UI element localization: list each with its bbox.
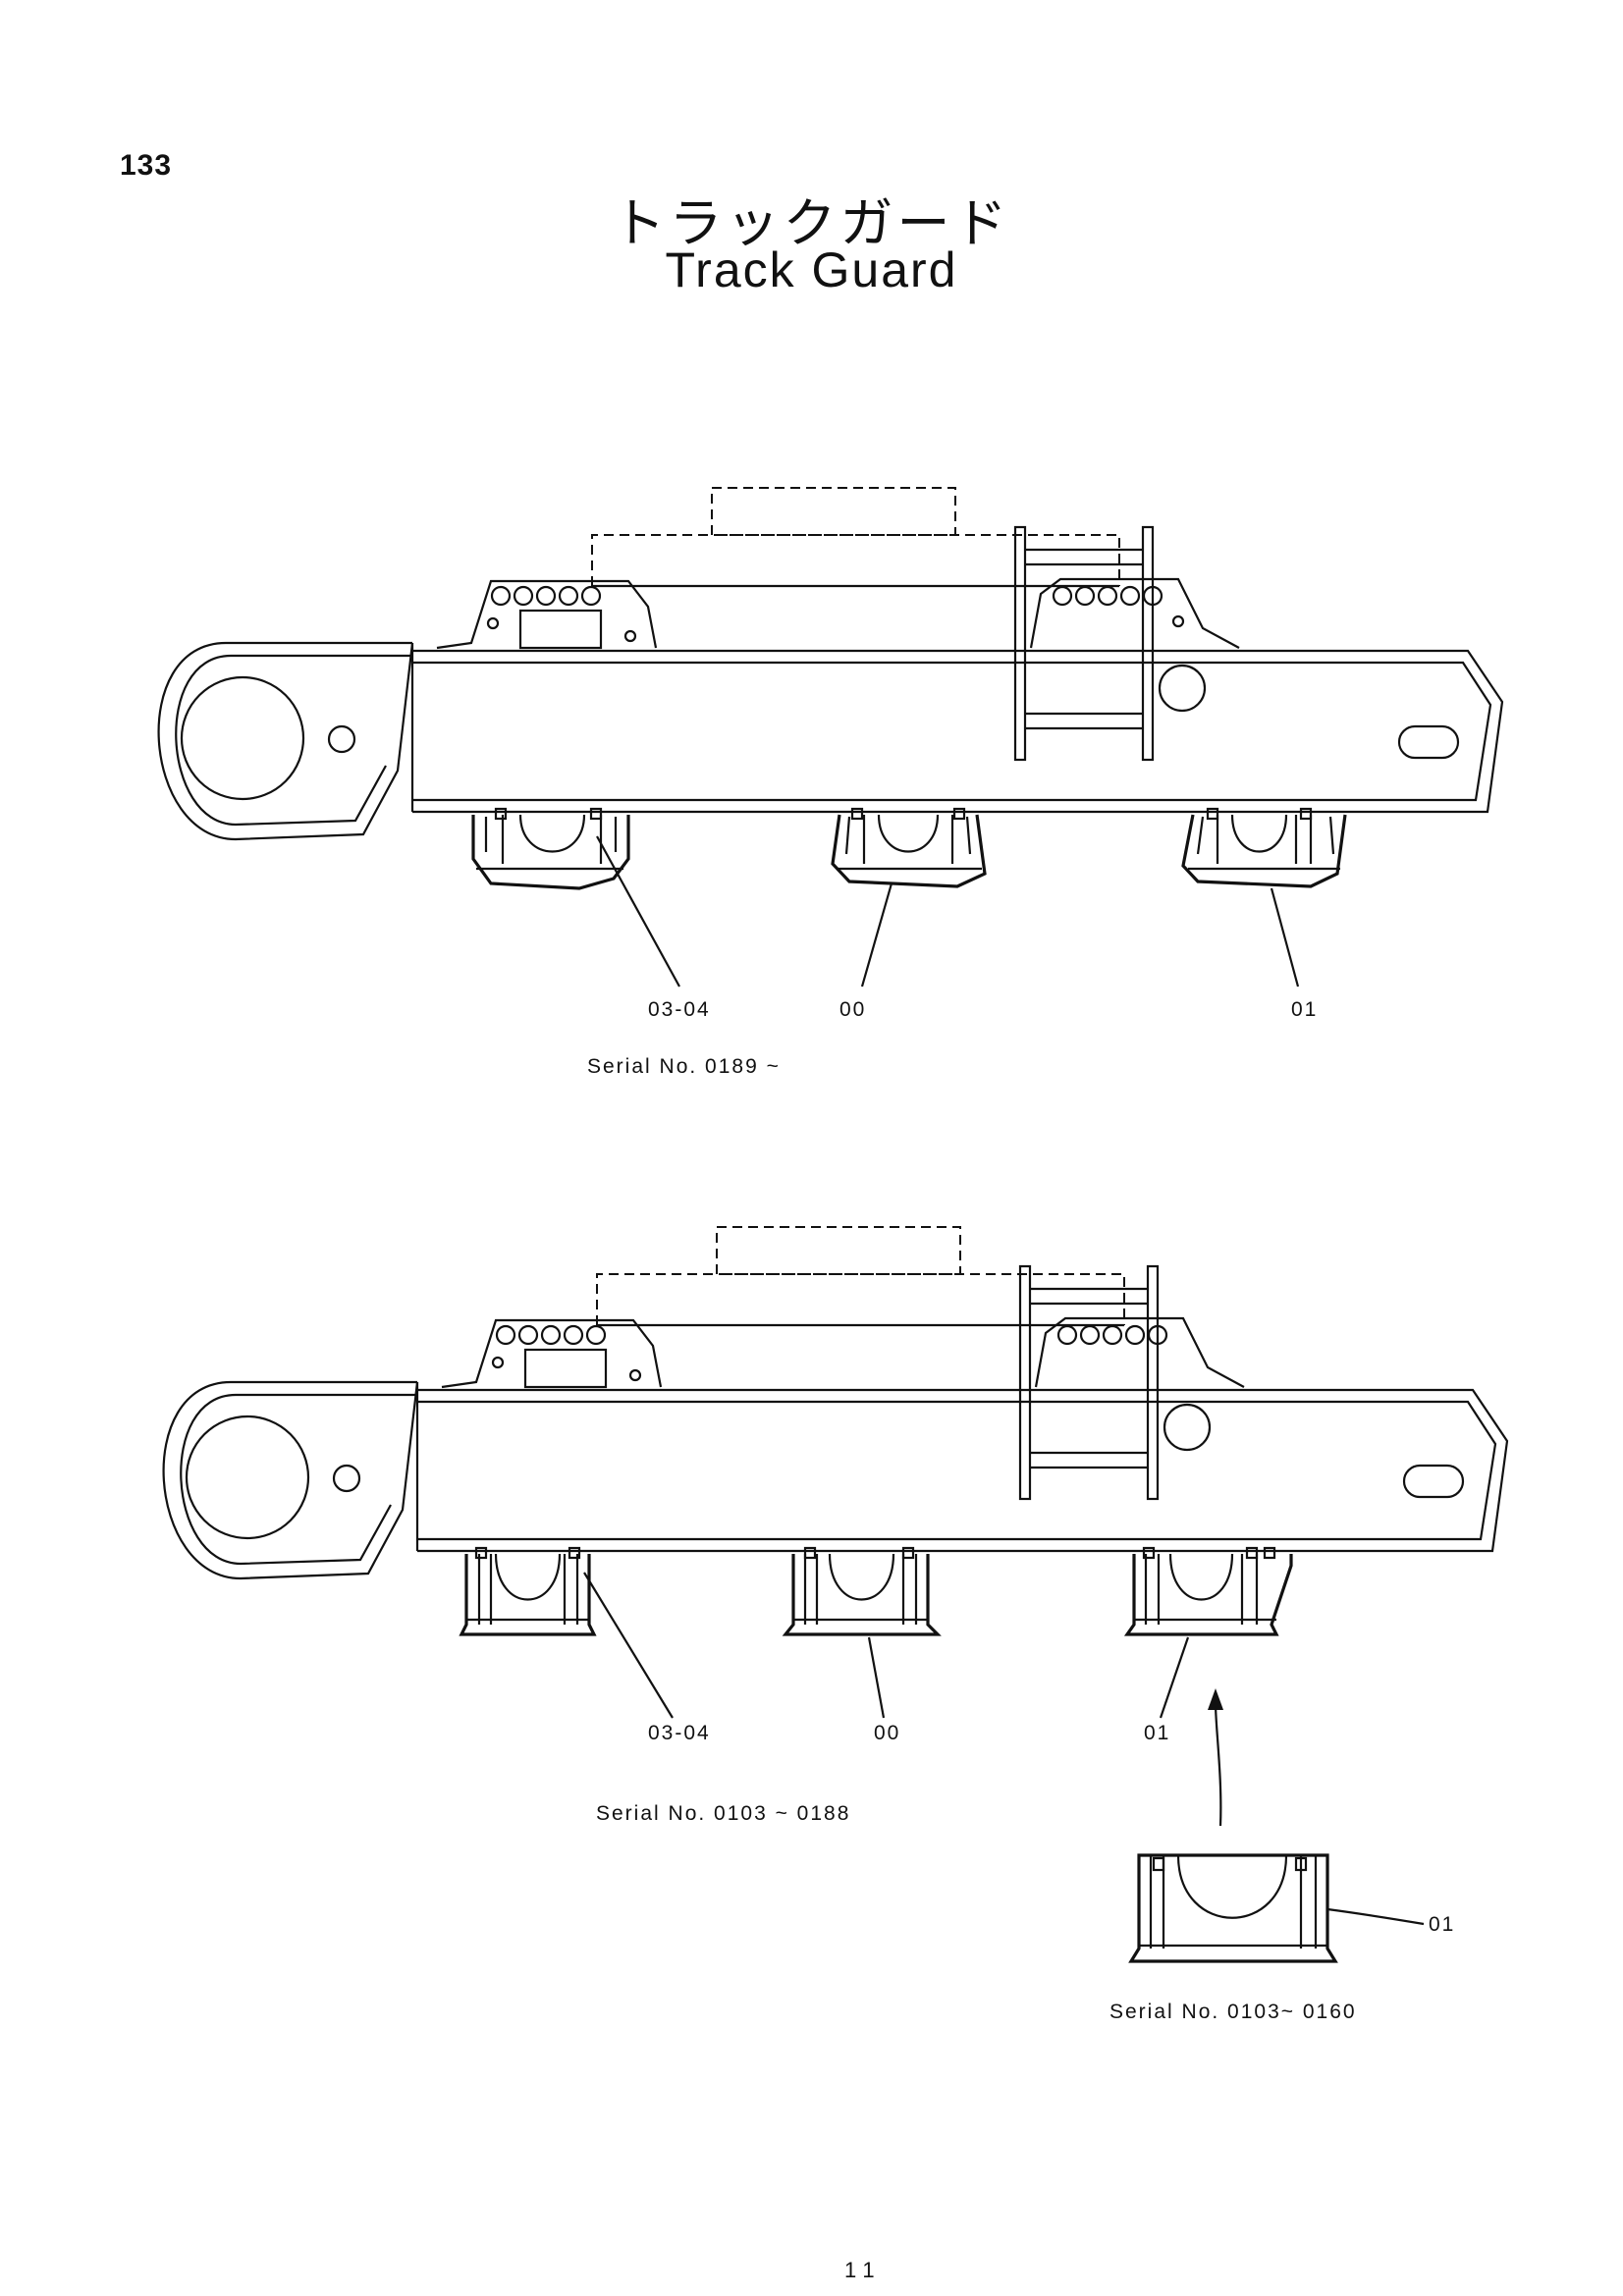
detail-guard: 01 Serial No. 0103~ 0160	[1109, 1688, 1455, 2023]
lower-guard-left	[459, 1546, 597, 1636]
detail-arrowhead	[1208, 1688, 1223, 1710]
upper-dashed-block	[711, 487, 956, 536]
lower-track-frame: 03-04 00 01 Serial No. 0103 ~ 0188	[162, 1226, 1509, 1825]
upper-track-frame: 03-04 00 01 Serial No. 0189 ~	[157, 487, 1504, 1078]
upper-ladder-right-rail	[1141, 525, 1155, 762]
detail-leader	[1326, 1907, 1425, 1926]
title-japanese: トラックガード	[612, 192, 1011, 254]
detail-guard-body	[1128, 1853, 1338, 1963]
lower-guard-center	[782, 1546, 942, 1636]
lower-guard-right	[1123, 1546, 1293, 1636]
lower-leader-00	[867, 1636, 886, 1719]
upper-leader-0304	[596, 835, 680, 988]
lower-bracket-right	[1034, 1316, 1245, 1388]
lower-dashed-body	[596, 1273, 1125, 1325]
upper-guard-right	[1181, 807, 1347, 888]
upper-dashed-body	[591, 534, 1120, 586]
lower-dashed-block	[716, 1226, 961, 1275]
upper-slot	[1397, 724, 1460, 760]
upper-bracket-right	[1029, 577, 1240, 649]
lower-callout-01: 01	[1144, 1722, 1170, 1744]
page-number: 133	[120, 149, 173, 182]
lower-ladder-left-rail	[1018, 1264, 1032, 1501]
upper-guard-center	[831, 807, 987, 888]
upper-callout-0304: 03-04	[648, 998, 711, 1021]
upper-callout-00: 00	[839, 998, 866, 1021]
lower-beam-hole	[1163, 1403, 1212, 1452]
footer-mark: 1 1	[844, 2258, 875, 2282]
lower-callout-00: 00	[874, 1722, 900, 1744]
upper-beam-hole	[1158, 664, 1207, 713]
lower-main-beam	[417, 1388, 1509, 1553]
lower-serial: Serial No. 0103 ~ 0188	[596, 1802, 850, 1825]
title-english: Track Guard	[665, 242, 958, 297]
lower-idler-end	[162, 1380, 419, 1580]
lower-idler-hole	[185, 1415, 310, 1540]
detail-arrow	[1214, 1702, 1222, 1827]
upper-main-beam	[412, 649, 1504, 814]
detail-serial: Serial No. 0103~ 0160	[1109, 2001, 1357, 2023]
upper-idler-end	[157, 641, 414, 841]
detail-callout-01: 01	[1429, 1913, 1455, 1936]
upper-bracket-left	[436, 579, 658, 650]
upper-guard-left	[471, 807, 630, 890]
lower-leader-01	[1159, 1636, 1190, 1719]
lower-slot	[1402, 1464, 1465, 1499]
lower-leader-0304	[583, 1572, 674, 1719]
upper-leader-00	[860, 882, 893, 988]
lower-callout-0304: 03-04	[648, 1722, 711, 1744]
upper-ladder-left-rail	[1013, 525, 1027, 762]
upper-leader-01	[1270, 887, 1300, 988]
upper-serial: Serial No. 0189 ~	[587, 1055, 781, 1078]
upper-callout-01: 01	[1291, 998, 1318, 1021]
lower-bracket-left	[441, 1318, 663, 1389]
lower-ladder-right-rail	[1146, 1264, 1160, 1501]
upper-idler-hole	[180, 675, 305, 801]
